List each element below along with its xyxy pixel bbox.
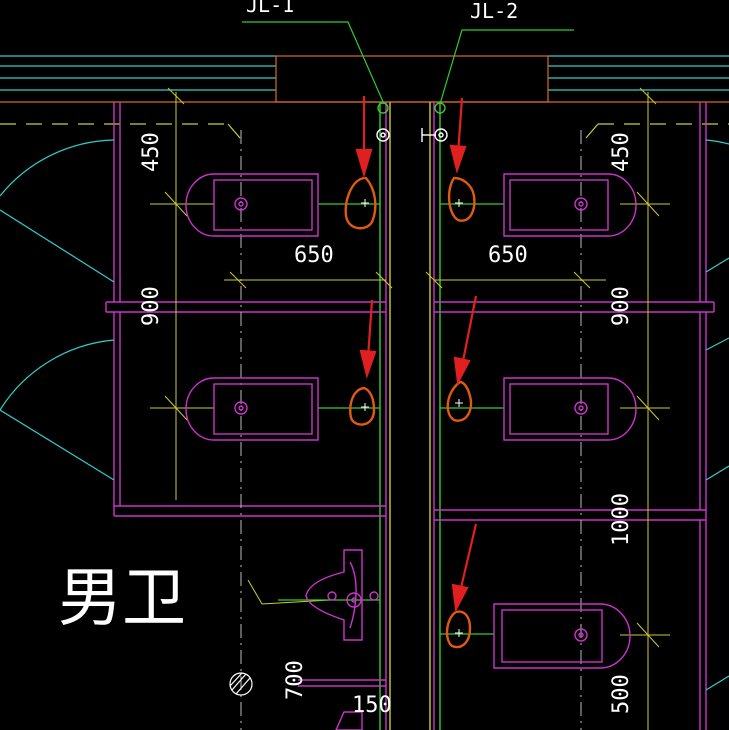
marker-4 — [446, 380, 473, 422]
marker-2 — [447, 176, 476, 222]
dim-right-1000: 1000 — [609, 493, 634, 546]
marker-5 — [445, 610, 472, 649]
construction-lines — [150, 87, 670, 730]
dim-right-500: 500 — [609, 674, 634, 714]
supply-lines — [278, 203, 504, 635]
dim-right-mid: 650 — [488, 243, 528, 268]
dim-left-700: 700 — [283, 660, 308, 700]
top-wall-lines — [0, 55, 729, 91]
dim-right-top: 450 — [609, 132, 634, 172]
dim-left-900: 900 — [139, 286, 164, 326]
dim-left-mid: 650 — [294, 243, 334, 268]
riser-symbols — [376, 102, 448, 142]
room-label: 男卫 — [58, 562, 186, 636]
centerlines — [240, 130, 582, 730]
dashed-diagonals — [227, 123, 599, 139]
toilet-4 — [503, 377, 637, 441]
toilet-fixtures — [185, 173, 637, 730]
stall-partitions — [105, 102, 715, 730]
toilet-2 — [185, 377, 319, 441]
urinal — [305, 549, 363, 641]
marker-1 — [344, 176, 377, 230]
dim-right-900: 900 — [609, 286, 634, 326]
riser-tag-jl2: JL-2 — [470, 0, 518, 23]
door-swings — [0, 139, 729, 691]
riser-tag-jl1: JL-1 — [246, 0, 294, 17]
annotation-arrows — [355, 96, 478, 613]
riser-leaders — [242, 21, 574, 105]
annotation-markers — [344, 176, 476, 649]
drain-crosses — [361, 199, 463, 637]
dim-left-top: 450 — [139, 132, 164, 172]
marker-3 — [349, 386, 376, 426]
toilet-3 — [503, 173, 637, 237]
shaft-walls — [379, 102, 441, 730]
floor-drain-icon — [229, 672, 253, 696]
toilet-1 — [185, 173, 319, 237]
toilet-5 — [493, 603, 631, 669]
dim-bottom-150: 150 — [352, 693, 392, 718]
